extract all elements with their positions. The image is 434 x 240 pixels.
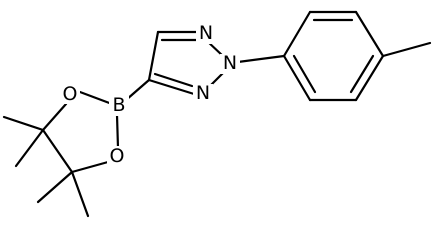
- atom-label-o1: O: [63, 83, 78, 105]
- chemical-structure: N N N B O O: [2, 10, 432, 218]
- bonds: [2, 10, 432, 218]
- atom-label-o2: O: [110, 145, 125, 167]
- atom-label-n2: N: [223, 52, 237, 74]
- bond-n3-c4: [147, 78, 196, 96]
- atom-labels: N N N B O O: [60, 22, 240, 167]
- atom-label-n1: N: [199, 22, 213, 44]
- bond-b-o2: [115, 113, 120, 150]
- bond-n2-n3: [208, 70, 226, 88]
- atom-n2: N: [220, 52, 240, 74]
- bond-ar4-ar5: [354, 54, 385, 102]
- bond-cq2-me-b: [70, 170, 90, 218]
- atom-label-b: B: [112, 94, 125, 116]
- atom-b: B: [109, 94, 129, 116]
- atom-label-n3: N: [196, 82, 210, 104]
- bond-o2-cq2: [70, 160, 110, 174]
- bond-ar6-ar1-inner: [292, 54, 317, 94]
- atom-n1: N: [196, 22, 216, 44]
- bond-c4-b: [124, 78, 151, 102]
- atom-n3: N: [193, 82, 213, 104]
- bond-ar3-ar4: [354, 10, 385, 58]
- bond-n2-aryl: [236, 54, 286, 64]
- bond-cq1-cq2: [41, 128, 74, 174]
- bond-cq2-me-a: [36, 170, 74, 204]
- bond-b-o1: [78, 90, 114, 106]
- bond-cq1-me-a: [2, 115, 45, 132]
- bond-cq1-me-b: [14, 128, 45, 168]
- bond-ar4-ar5-inner: [349, 54, 375, 94]
- bond-ar1-ar2: [282, 10, 312, 58]
- bond-o1-cq1: [41, 102, 68, 132]
- atom-o1: O: [60, 83, 80, 105]
- bond-n3-c4-inner: [153, 72, 194, 88]
- bond-ar6-ar1: [282, 54, 312, 102]
- bond-ar4-methyl: [381, 41, 432, 58]
- atom-o2: O: [107, 145, 127, 167]
- bond-c4-c5: [147, 30, 160, 82]
